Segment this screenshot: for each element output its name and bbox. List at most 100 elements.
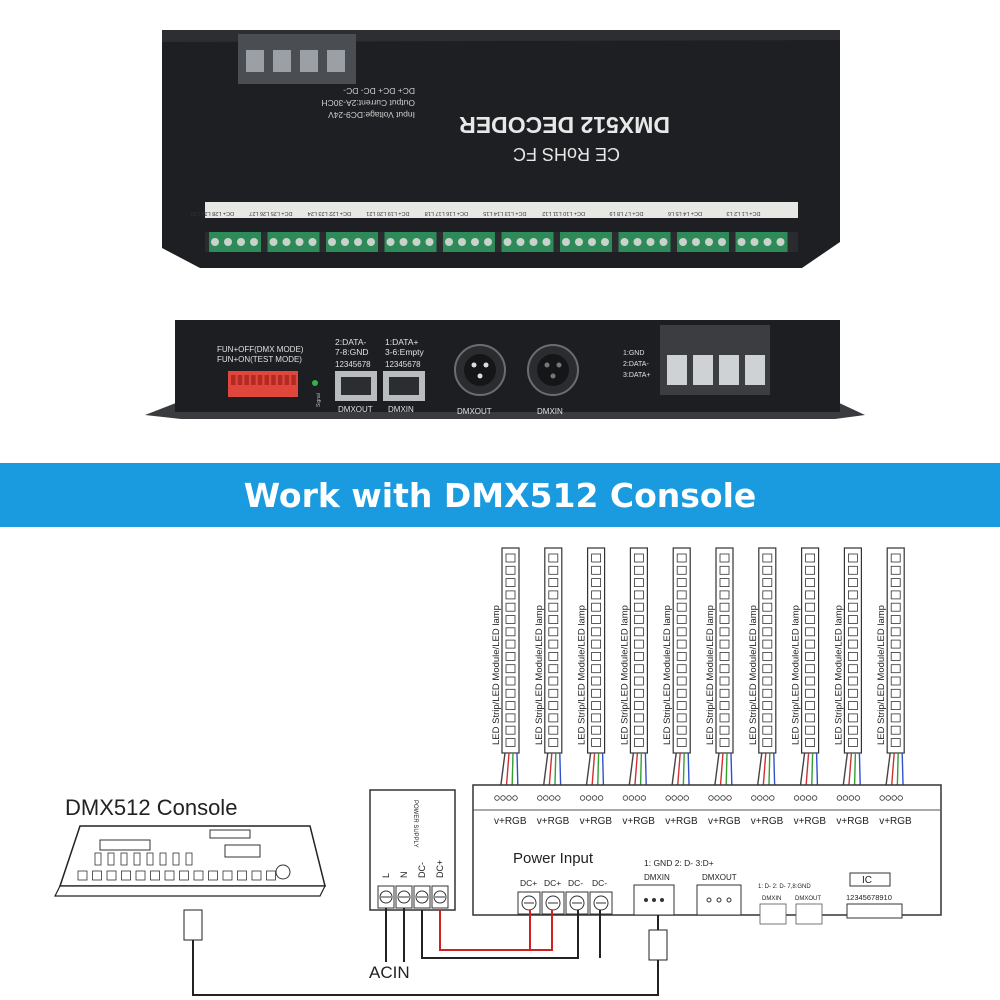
small-dmxin-label: DMXIN: [762, 896, 781, 902]
dip-toggle[interactable]: [277, 375, 283, 385]
vrgb-label: v+RGB: [794, 816, 827, 827]
dip-toggle[interactable]: [231, 375, 236, 385]
small-dmxout-label: DMXOUT: [795, 896, 821, 902]
dip-toggle[interactable]: [264, 375, 270, 385]
terminal-group-label: DC+ L22 L23 L24: [308, 210, 351, 216]
vrgb-label: v+RGB: [708, 816, 741, 827]
small-pin-legend: 1: D- 2: D- 7,8:GND: [758, 884, 811, 890]
led-strip-label: LED Strip/LED Module/LED lamp: [876, 605, 887, 745]
led-strip: LED Strip/LED Module/LED lamp: [833, 547, 863, 793]
rj45-out-label: DMXOUT: [338, 405, 373, 414]
power-terminal-label: DC-: [568, 878, 583, 888]
terminal-group: [501, 232, 554, 252]
pin-numbers-b: 12345678: [385, 360, 421, 369]
term-data-minus-label: 2:DATA-: [623, 361, 649, 368]
spec-current: Output Current:2A-30CH: [321, 98, 415, 108]
vrgb-label: v+RGB: [622, 816, 655, 827]
acin-label: ACIN: [369, 963, 410, 982]
terminal-group: [209, 232, 261, 252]
vrgb-label: v+RGB: [537, 816, 570, 827]
led-strip: LED Strip/LED Module/LED lamp: [534, 547, 563, 793]
terminal-group-label: DC+ L28 L29 L30: [191, 210, 234, 216]
dip-toggle[interactable]: [271, 375, 276, 385]
terminal-group: [735, 232, 788, 252]
small-rj45-in: [759, 903, 787, 925]
decoder-top-view: DMX512 DECODER CE RoHS FC Input Voltage:…: [162, 30, 840, 268]
dip-toggle[interactable]: [237, 375, 243, 385]
rj45-pin-label-2: 7-8:GND: [335, 347, 369, 357]
terminal-group-label: DC+ L16 L17 L18: [425, 210, 468, 216]
led-strip-label: LED Strip/LED Module/LED lamp: [748, 605, 759, 745]
decoder-title: DMX512 DECODER: [459, 112, 670, 138]
rj45-pin-label-3: 1:DATA+: [385, 337, 418, 347]
vrgb-label: v+RGB: [580, 816, 613, 827]
decoder-side-view: FUN+OFF(DMX MODE) FUN+ON(TEST MODE) Sign…: [145, 320, 865, 419]
led-strip: LED Strip/LED Module/LED lamp: [876, 547, 905, 793]
terminal-group: [677, 232, 729, 252]
terminal-group-label: DC+ L25 L26 L27: [249, 210, 292, 216]
spec-voltage: Input Voltage:DC9-24V: [328, 110, 415, 120]
rj45-in-label: DMXIN: [388, 405, 414, 414]
led-strip: LED Strip/LED Module/LED lamp: [577, 547, 606, 793]
power-input-label: Power Input: [513, 850, 594, 867]
psu-terminal-label: L: [381, 873, 391, 878]
section-banner: Work with DMX512 Console: [0, 463, 1000, 527]
terminal-group: [443, 232, 495, 252]
xlr-in-label: DMXIN: [537, 407, 563, 416]
dmx512-console: [54, 825, 326, 897]
banner-text: Work with DMX512 Console: [243, 475, 757, 515]
console-label: DMX512 Console: [65, 795, 237, 820]
terminal-group: [560, 232, 612, 252]
decoder-dmx-plug: [648, 929, 668, 961]
power-terminal-label: DC-: [592, 878, 607, 888]
dip-toggle[interactable]: [257, 375, 263, 385]
vrgb-label: v+RGB: [879, 816, 912, 827]
terminal-group-label: DC+ L10 L11 L12: [542, 210, 585, 216]
terminal-group-label: DC+ L4 L5 L6: [668, 210, 702, 216]
led-strip: LED Strip/LED Module/LED lamp: [748, 547, 777, 793]
diagram-dip-switch: [846, 903, 903, 919]
term-gnd-label: 1:GND: [623, 350, 644, 357]
signal-led: [312, 380, 318, 386]
term-data-plus-label: 3:DATA+: [623, 372, 651, 379]
wiring-diagram: LED Strip/LED Module/LED lamp LED Strip/L…: [54, 547, 942, 996]
led-strip-label: LED Strip/LED Module/LED lamp: [619, 605, 630, 745]
led-strip: LED Strip/LED Module/LED lamp: [619, 547, 649, 793]
led-strip: LED Strip/LED Module/LED lamp: [791, 547, 820, 793]
vrgb-label: v+RGB: [836, 816, 869, 827]
psu-terminal-label: DC+: [435, 860, 445, 878]
ic-label: IC: [862, 875, 872, 886]
dip-toggle[interactable]: [251, 375, 256, 385]
dmxout-label: DMXOUT: [702, 873, 737, 882]
console-dmx-plug: [183, 909, 203, 941]
mode-on-label: FUN+ON(TEST MODE): [217, 355, 302, 364]
led-strip: LED Strip/LED Module/LED lamp: [491, 547, 520, 793]
dip-toggle[interactable]: [291, 375, 296, 385]
xlr-out-label: DMXOUT: [457, 407, 492, 416]
led-strip-label: LED Strip/LED Module/LED lamp: [705, 605, 716, 745]
terminal-group-label: DC+ L19 L20 L21: [366, 210, 409, 216]
cert-marks: CE RoHS FC: [513, 144, 620, 164]
pin-numbers-a: 12345678: [335, 360, 371, 369]
dip-toggle[interactable]: [284, 375, 290, 385]
small-rj45-out: [795, 903, 823, 925]
terminal-group-label: DC+ L7 L8 L9: [609, 210, 643, 216]
terminal-group-label: DC+ L1 L2 L3: [726, 210, 760, 216]
vrgb-label: v+RGB: [494, 816, 527, 827]
terminal-label-strip: [205, 202, 798, 218]
led-strip-label: LED Strip/LED Module/LED lamp: [534, 605, 545, 745]
power-terminal-label: DC+: [544, 878, 561, 888]
terminal-group: [618, 232, 671, 252]
terminal-group: [384, 232, 437, 252]
ic-chip: [849, 872, 891, 887]
led-strip-label: LED Strip/LED Module/LED lamp: [577, 605, 588, 745]
led-strip-label: LED Strip/LED Module/LED lamp: [833, 605, 844, 745]
dmx-pin-legend: 1: GND 2: D- 3:D+: [644, 858, 714, 868]
dip-numbers: 12345678910: [846, 893, 892, 902]
psu-terminal-label: DC-: [417, 862, 427, 878]
vrgb-label: v+RGB: [665, 816, 698, 827]
dip-toggle[interactable]: [244, 375, 249, 385]
power-terminal-label: DC+: [520, 878, 537, 888]
rj45-pin-label-4: 3-6:Empty: [385, 347, 424, 357]
rj45-pin-label-1: 2:DATA-: [335, 337, 366, 347]
